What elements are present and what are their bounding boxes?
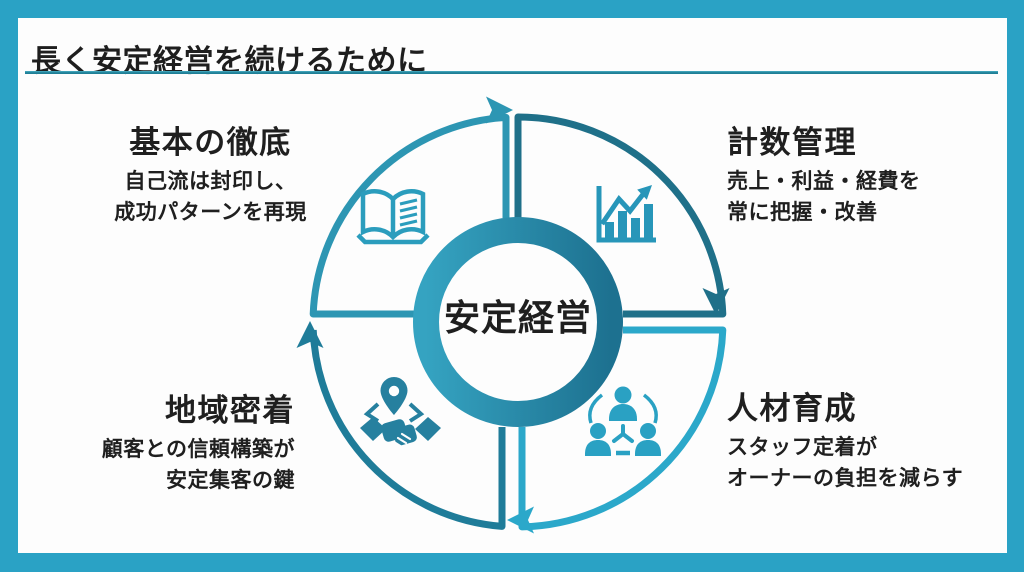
quadrant-numbers: 計数管理 売上・利益・経費を 常に把握・改善: [727, 125, 1017, 228]
arc-bottom-right: [507, 326, 727, 534]
arrow-bottom-icon: [507, 506, 534, 534]
quadrant-hr: 人材育成 スタッフ定着が オーナーの負担を減らす: [727, 391, 1017, 494]
open-book-icon: [356, 189, 430, 245]
quadrant-community: 地域密着 顧客との信頼構築が 安定集客の鍵: [75, 393, 295, 496]
quadrant-hr-heading: 人材育成: [727, 391, 857, 426]
center-label: 安定経営: [443, 297, 592, 338]
quadrant-basics: 基本の徹底 自己流は封印し、 成功パターンを再現: [88, 125, 333, 228]
quadrant-numbers-line-1: 売上・利益・経費を: [727, 170, 921, 194]
quadrant-numbers-line-2: 常に把握・改善: [727, 200, 878, 224]
quadrant-community-line-2: 安定集客の鍵: [166, 468, 295, 492]
quadrant-numbers-heading: 計数管理: [727, 125, 857, 160]
arc-top-left: [309, 96, 513, 318]
quadrant-hr-line-1: スタッフ定着が: [727, 436, 878, 460]
title-underline: [25, 71, 998, 74]
handshake-location-pin-icon: [360, 377, 441, 449]
quadrant-community-heading: 地域密着: [165, 393, 295, 428]
quadrant-basics-line-2: 成功パターンを再現: [114, 200, 307, 224]
arc-bottom-left: [296, 321, 506, 530]
people-network-icon: [585, 386, 661, 456]
bar-chart-growth-icon: [596, 185, 656, 243]
arc-top-right: [514, 113, 730, 318]
arrow-top-icon: [486, 96, 513, 124]
quadrant-basics-line-1: 自己流は封印し、: [124, 170, 297, 194]
quadrant-hr-line-2: オーナーの負担を減らす: [727, 466, 964, 490]
quadrant-community-line-1: 顧客との信頼構築が: [101, 438, 295, 462]
quadrant-basics-heading: 基本の徹底: [129, 125, 292, 160]
content-area: 長く安定経営を続けるために: [18, 18, 1007, 553]
center-ring: [413, 217, 623, 427]
arrow-right-icon: [702, 288, 730, 315]
arrow-left-icon: [296, 321, 324, 348]
